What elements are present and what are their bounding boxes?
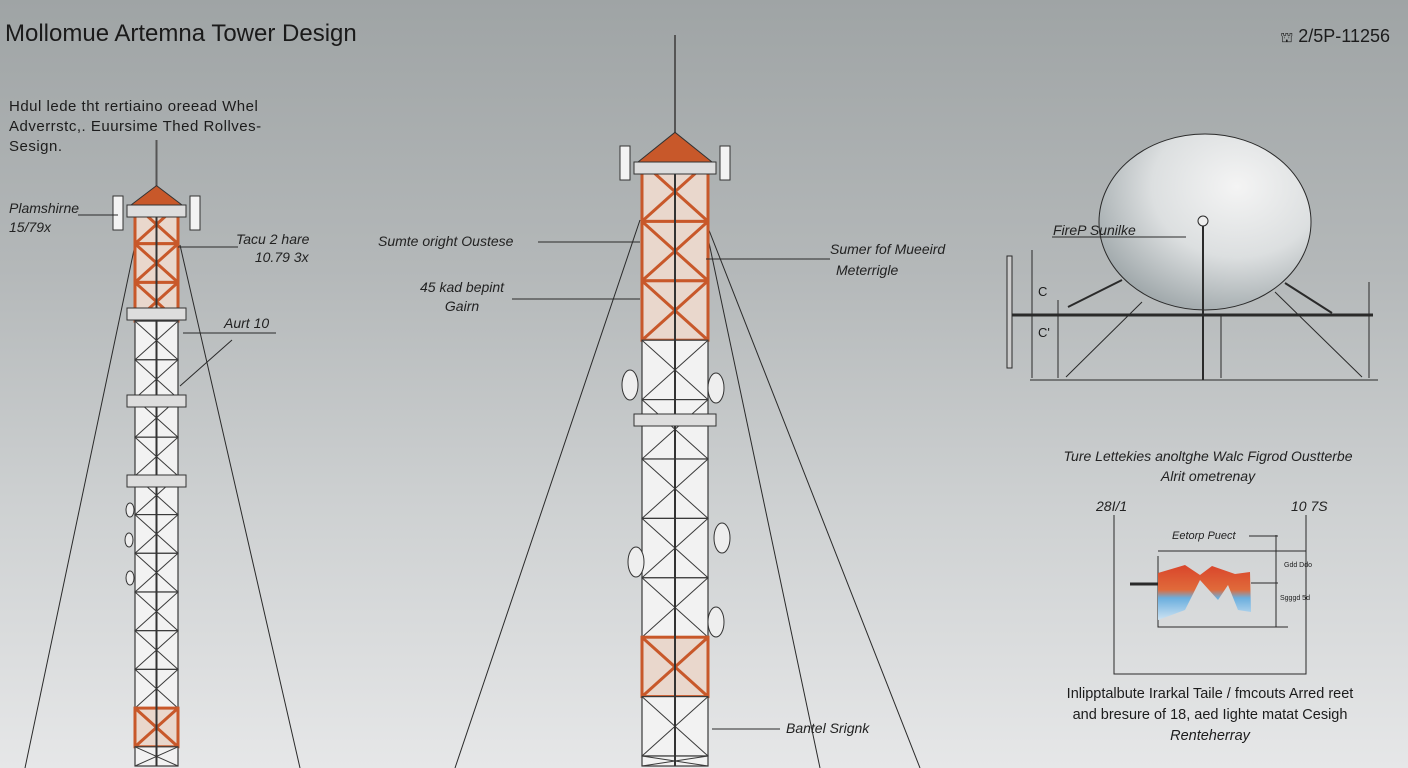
label-antenna: Plamshirne 15/79x: [9, 199, 79, 237]
label-line: 15/79x: [9, 219, 52, 235]
caption-line: Inlipptalbute Irarkal Taile / fmcouts Ar…: [1066, 686, 1354, 702]
dim-upper: C: [1038, 284, 1048, 299]
guy-wires: [24, 199, 921, 768]
microwave-dish: [713, 522, 731, 554]
microwave-dish: [125, 502, 135, 518]
page-title: Mollomue Artemna Tower Design: [5, 20, 357, 47]
microwave-dish: [707, 606, 725, 638]
intro-line: Sesign.: [9, 138, 63, 155]
platform: [126, 307, 187, 321]
heatmap-figure: [1158, 565, 1251, 620]
tower-icon: ⛫: [1280, 29, 1294, 45]
side-note: Sgggd 5d: [1280, 595, 1310, 602]
caption-line: Renteherray: [1170, 728, 1250, 744]
platform: [633, 161, 717, 175]
panel-antenna: [112, 195, 124, 231]
detail-heading: Ture Lettekies anoltghe Walc Figrod Oust…: [1050, 446, 1366, 486]
panel-antenna: [619, 145, 631, 181]
microwave-dish: [627, 546, 645, 578]
label-base: Bantel Srignk: [786, 720, 870, 736]
heading-line: Alrit ometrenay: [1160, 468, 1256, 484]
label-line: Tacu 2 hare: [236, 231, 310, 247]
microwave-dish: [707, 372, 725, 404]
label-platform: Aurt 10: [224, 315, 270, 331]
microwave-dish: [124, 532, 134, 548]
microwave-dish: [125, 570, 135, 586]
center-tower: [619, 35, 731, 767]
label-line: 10.79 3x: [254, 249, 309, 265]
heading-line: Ture Lettekies anoltghe Walc Figrod Oust…: [1063, 448, 1353, 464]
right-dimension: 10 7S: [1291, 498, 1328, 514]
intro-line: Adverrstc,. Euursime Thed Rollves-: [9, 118, 262, 135]
dim-lower: C': [1038, 325, 1050, 340]
panel-antenna: [189, 195, 201, 231]
detail-caption: Inlipptalbute Irarkal Taile / fmcouts Ar…: [1040, 684, 1380, 747]
label-line: Meterrigle: [836, 262, 899, 278]
microwave-dish: [621, 369, 639, 401]
side-note: Gdd Ddo: [1284, 562, 1313, 569]
label-line: Plamshirne: [9, 200, 80, 216]
intro-text: Hdul lede tht rertiaino oreead Whel Adve…: [9, 97, 262, 157]
dish-detail: [1006, 133, 1378, 381]
label-line: 45 kad bepint: [420, 279, 505, 295]
drawing-code-text: 2/5P-11256: [1298, 26, 1390, 46]
left-tower: [112, 140, 201, 767]
platform: [126, 204, 187, 218]
label-line: Sumer fof Mueeird: [830, 241, 946, 257]
drawing-code: ⛫ 2/5P-11256: [1280, 26, 1390, 48]
label-top-section: Tacu 2 hare 10.79 3x: [236, 230, 309, 266]
platform: [126, 474, 187, 488]
intro-line: Hdul lede tht rertiaino oreead Whel: [9, 98, 259, 115]
leader-lines: [78, 214, 830, 730]
left-dimension: 28I/1: [1096, 498, 1128, 514]
detail-box: [1113, 515, 1307, 675]
platform: [633, 413, 717, 427]
caption-line: and bresure of 18, aed Iighte matat Cesi…: [1072, 707, 1348, 723]
platform: [126, 394, 187, 408]
label-upper-left: Sumte oright Oustese: [378, 233, 514, 249]
label-line: Gairn: [444, 298, 480, 314]
tower-cap: [636, 131, 714, 163]
dish-label: FireP Sunilke: [1053, 222, 1136, 238]
panel-antenna: [719, 145, 731, 181]
inset-label: Eetorp Puect: [1172, 530, 1236, 542]
tower-cap: [129, 185, 184, 206]
